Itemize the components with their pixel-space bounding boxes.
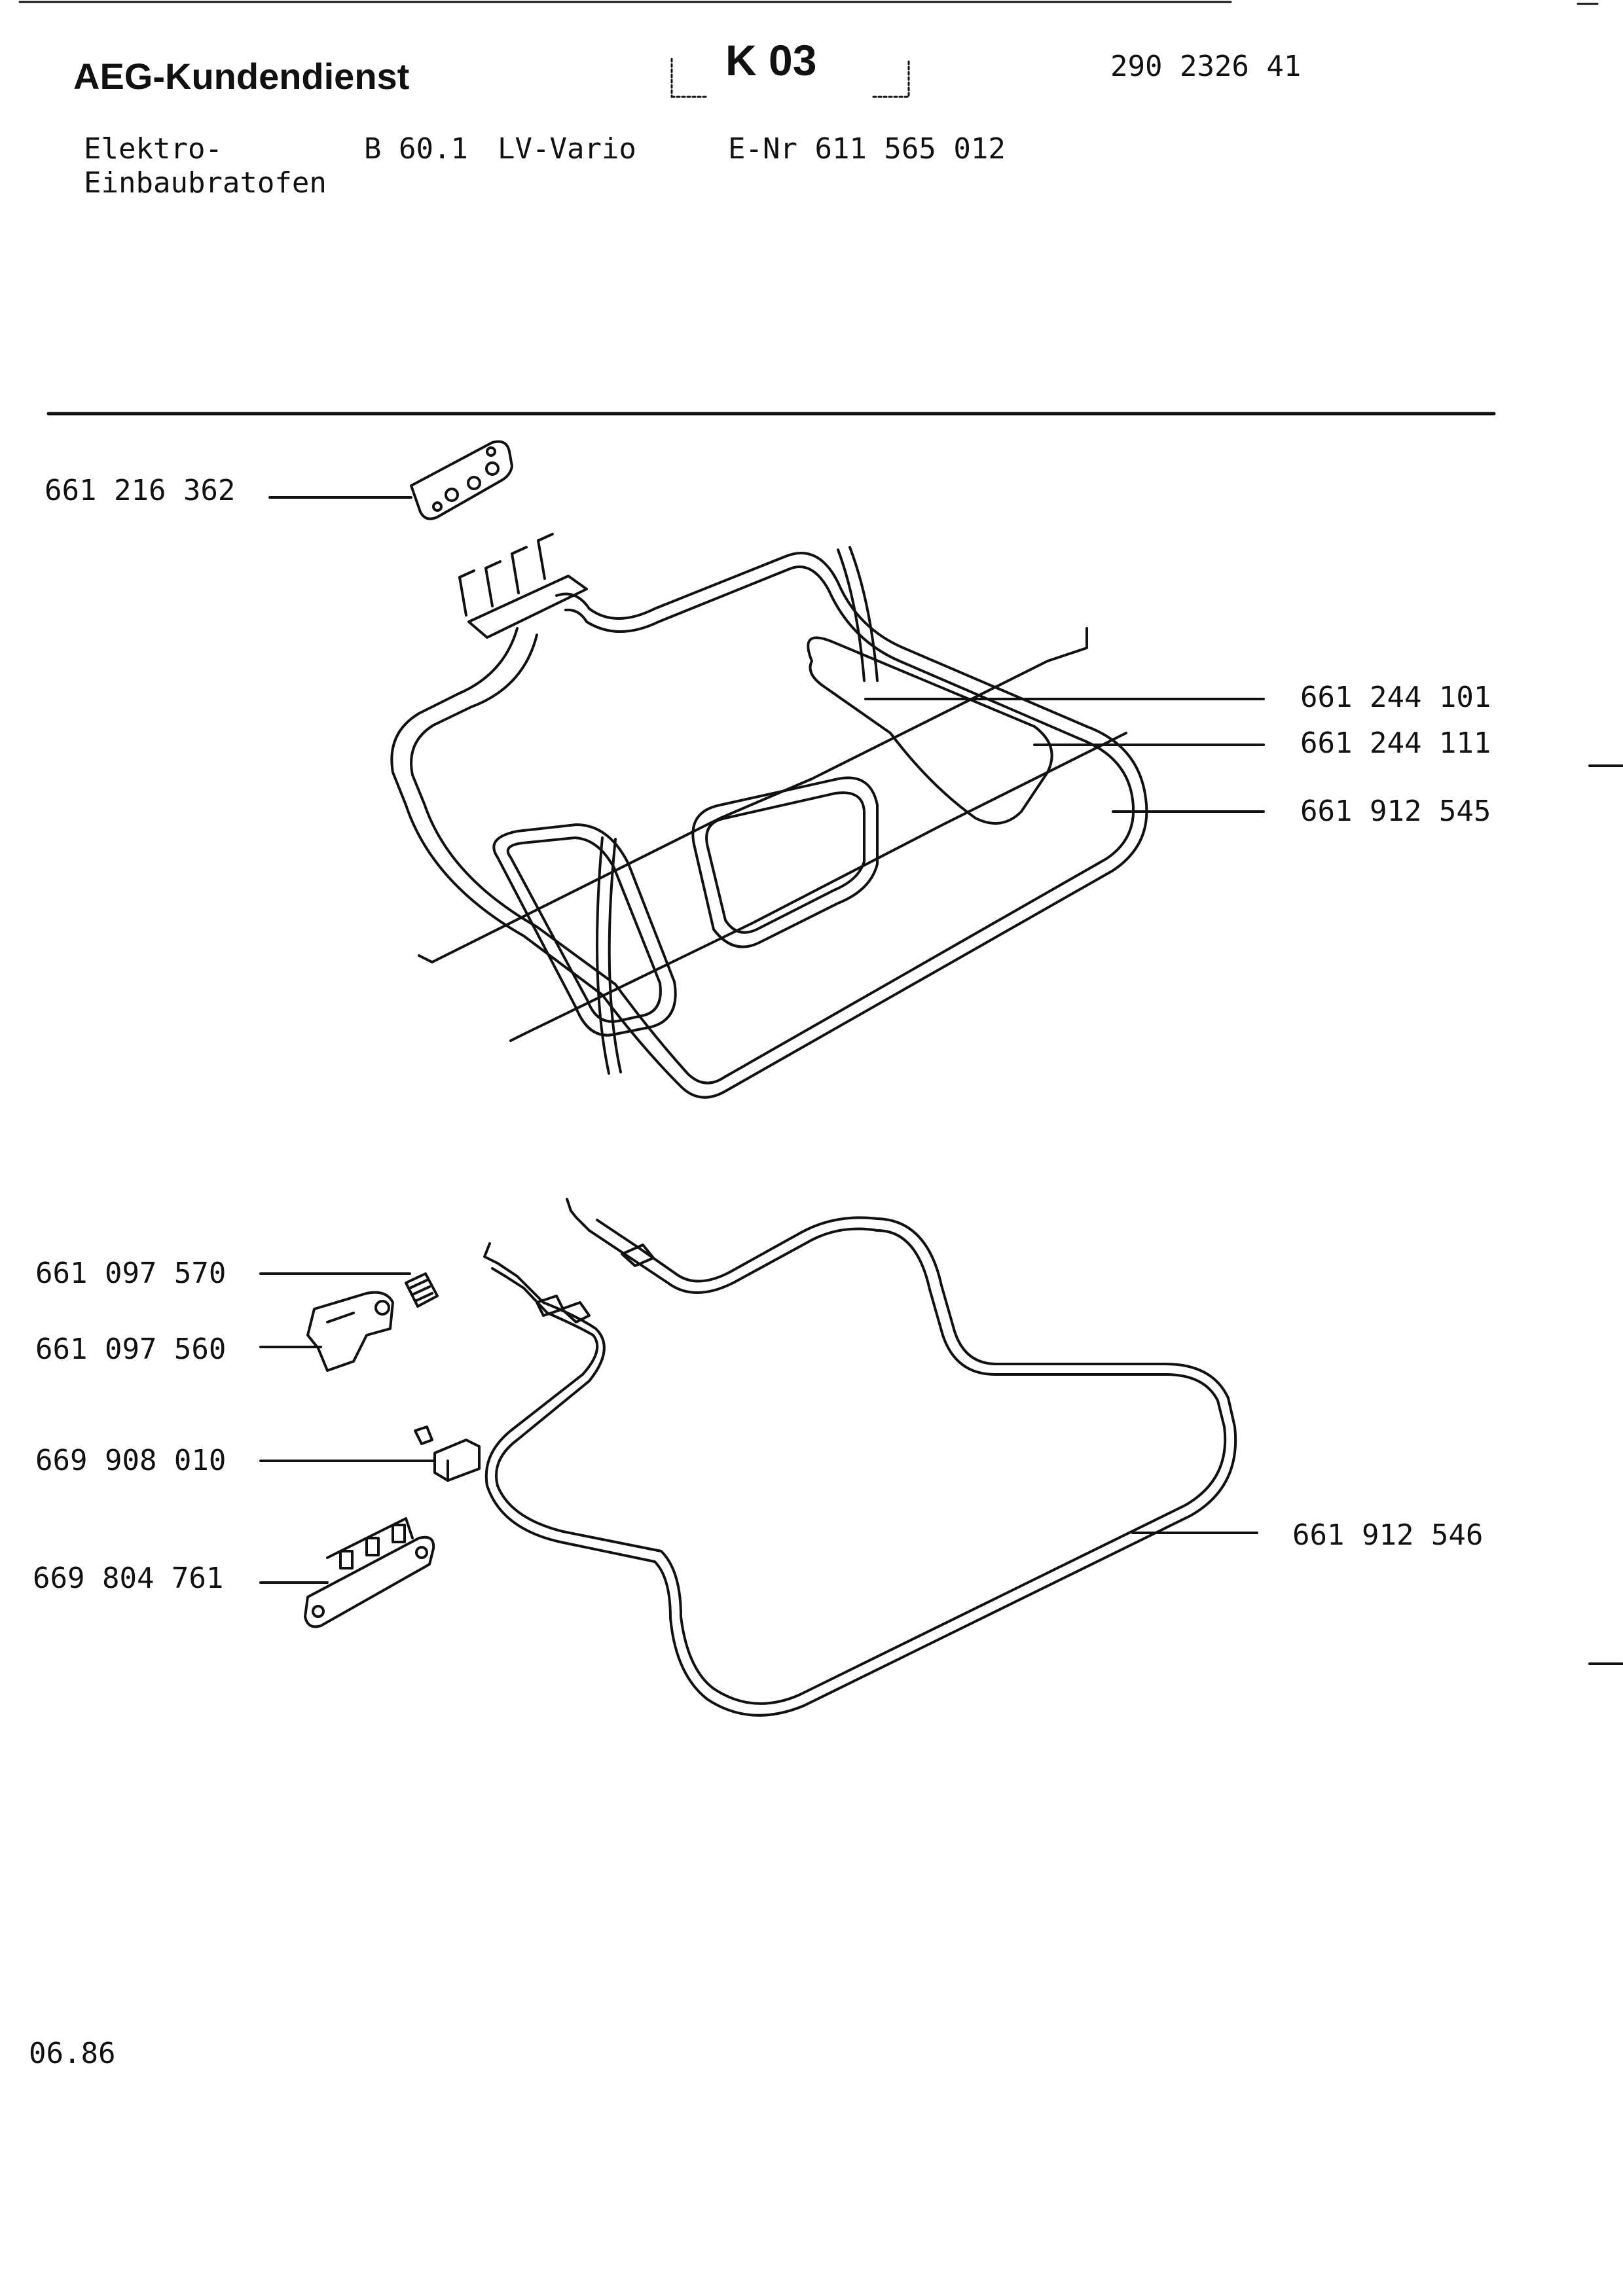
terminal-block-part <box>304 1517 435 1628</box>
product-category-line2: Einbaubratofen <box>84 166 327 200</box>
screw-part <box>405 1272 439 1308</box>
document-number: 290 2326 41 <box>1110 50 1302 83</box>
part-number-label: 669 804 761 <box>33 1562 224 1595</box>
part-number-label: 661 097 570 <box>35 1257 227 1290</box>
part-number-label: 661 244 111 <box>1300 726 1491 760</box>
part-number-label: 661 912 546 <box>1292 1518 1484 1552</box>
code-bracket-right <box>872 60 910 98</box>
revision-date: 06.86 <box>29 2037 116 2070</box>
part-number-label: 661 244 101 <box>1300 681 1491 714</box>
product-category-line1: Elektro- <box>84 132 223 166</box>
code-bracket-left <box>670 58 707 98</box>
part-number-label: 661 216 362 <box>45 474 236 507</box>
part-number-label: 661 097 560 <box>35 1333 227 1366</box>
mounting-bracket-part <box>414 1426 481 1482</box>
brand-title: AEG-Kundendienst <box>73 56 410 97</box>
retaining-clip-part <box>306 1291 394 1372</box>
element-terminal-block <box>458 533 588 639</box>
terminal-plate-part <box>410 440 513 520</box>
section-code: K 03 <box>725 36 817 84</box>
grill-support-bars <box>418 627 1127 1042</box>
product-model: B 60.1 <box>364 132 468 166</box>
part-number-label: 669 908 010 <box>35 1444 227 1477</box>
part-number-label: 661 912 545 <box>1300 795 1491 828</box>
bottom-heating-element <box>483 1198 1237 1717</box>
product-variant: LV-Vario <box>498 132 636 166</box>
product-e-number: E-Nr 611 565 012 <box>728 132 1006 166</box>
